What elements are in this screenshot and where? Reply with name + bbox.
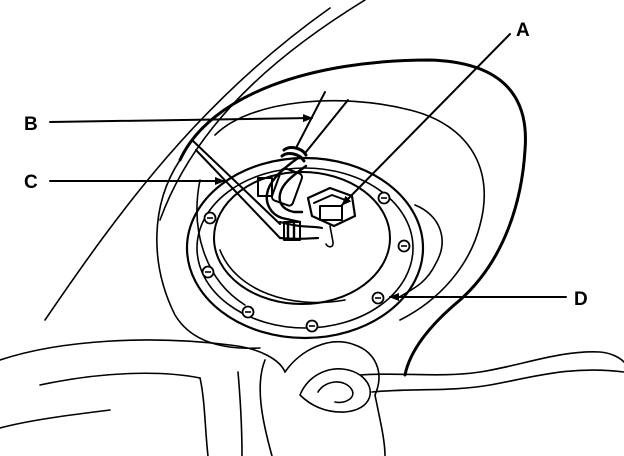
bolt (241, 305, 255, 319)
leader-lines (49, 33, 567, 301)
floor-panel (0, 339, 624, 456)
bolt (201, 265, 215, 279)
callout-label-a: A (516, 20, 530, 41)
bolt (203, 211, 217, 225)
leader-line-a (341, 33, 511, 206)
fuel-hose (257, 146, 308, 224)
flange-bolts (201, 191, 411, 333)
bolt (397, 239, 411, 253)
leader-line-b (49, 114, 313, 123)
fuel-lines (191, 91, 349, 241)
mounting-flange (185, 156, 425, 340)
pump-cover (213, 171, 391, 305)
callout-label-c: C (24, 172, 38, 193)
bolt (371, 291, 385, 305)
body-panel (44, 0, 527, 377)
bolt (377, 191, 391, 205)
callout-label-d: D (574, 289, 588, 310)
callout-label-b: B (24, 114, 38, 135)
bolt (305, 319, 319, 333)
